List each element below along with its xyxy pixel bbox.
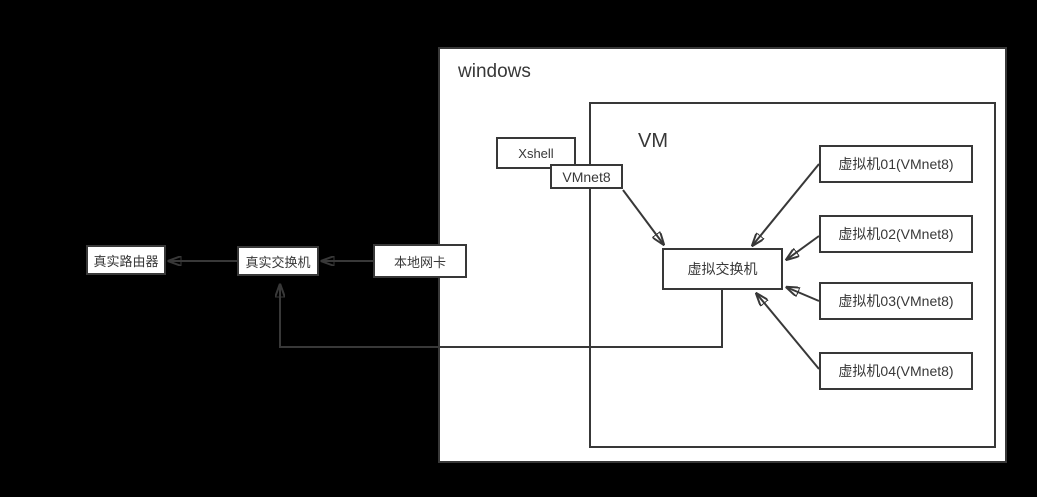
node-xshell-label: Xshell (518, 145, 554, 161)
node-virtual-switch-label: 虚拟交换机 (687, 261, 758, 277)
node-vm04-label: 虚拟机04(VMnet8) (838, 363, 954, 379)
node-vm03: 虚拟机03(VMnet8) (819, 282, 973, 320)
node-virtual-switch: 虚拟交换机 (662, 248, 783, 290)
edge-vm03-to-virtual-switch (786, 287, 820, 302)
node-local-nic: 本地网卡 (373, 244, 467, 278)
vm-container-label: VM (638, 130, 668, 152)
node-vm01-label: 虚拟机01(VMnet8) (838, 156, 954, 172)
node-vm01: 虚拟机01(VMnet8) (819, 145, 973, 183)
edge-vm01-to-virtual-switch (752, 163, 820, 246)
windows-container-label: windows (458, 61, 531, 82)
node-local-nic-label: 本地网卡 (393, 254, 446, 270)
edge-vmnet8-to-virtual-switch (622, 189, 664, 245)
node-vm02-label: 虚拟机02(VMnet8) (838, 226, 954, 242)
edge-vm02-to-virtual-switch (786, 235, 820, 260)
node-vm03-label: 虚拟机03(VMnet8) (838, 293, 954, 309)
node-real-switch-label: 真实交换机 (245, 254, 311, 270)
node-real-switch: 真实交换机 (237, 246, 319, 276)
node-xshell: Xshell (496, 137, 576, 169)
node-vm02: 虚拟机02(VMnet8) (819, 215, 973, 253)
node-vmnet8: VMnet8 (550, 164, 623, 189)
node-vm04: 虚拟机04(VMnet8) (819, 352, 973, 390)
edge-virtual-switch-to-real-switch (280, 284, 723, 348)
edge-vm04-to-virtual-switch (756, 293, 820, 370)
node-vmnet8-label: VMnet8 (562, 168, 611, 185)
node-real-router-label: 真实路由器 (93, 253, 159, 269)
node-real-router: 真实路由器 (86, 245, 166, 275)
